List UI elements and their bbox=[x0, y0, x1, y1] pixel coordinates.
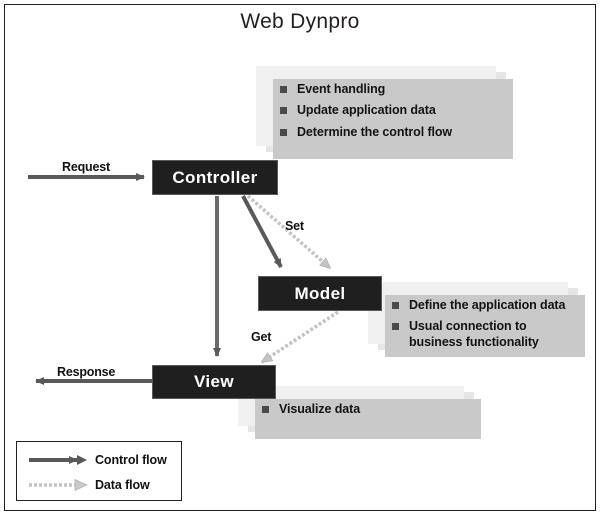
flow-label-response: Response bbox=[57, 365, 116, 379]
square-bullet-icon bbox=[392, 323, 399, 331]
callout-controller: Event handling Update application data D… bbox=[256, 66, 513, 159]
node-model-label: Model bbox=[294, 283, 346, 303]
list-item: Visualize data bbox=[262, 402, 464, 417]
legend-item-data-flow: Data flow bbox=[17, 473, 181, 497]
data-flow-arrow-icon bbox=[29, 478, 88, 492]
node-view-label: View bbox=[193, 372, 235, 391]
callout-model: Define the application data Usual connec… bbox=[368, 282, 585, 357]
square-bullet-icon bbox=[280, 86, 287, 93]
control-flow-arrow-icon bbox=[29, 455, 87, 465]
arrow-get-data-flow bbox=[262, 310, 339, 364]
list-item: Define the application data bbox=[392, 298, 568, 313]
list-item-text: Update application data bbox=[297, 103, 436, 118]
callout-controller-list: Event handling Update application data D… bbox=[266, 72, 506, 150]
legend-label: Control flow bbox=[95, 453, 167, 467]
list-item-text: Determine the control flow bbox=[297, 124, 453, 139]
callout-shadow bbox=[385, 295, 585, 357]
callout-view-list: Visualize data bbox=[248, 392, 474, 427]
list-item-text: Define the application data bbox=[409, 298, 566, 312]
list-item: Usual connection to business functionali… bbox=[392, 319, 568, 350]
square-bullet-icon bbox=[262, 406, 269, 413]
square-bullet-icon bbox=[280, 128, 287, 136]
flow-label-set: Set bbox=[285, 219, 304, 233]
node-controller[interactable]: Controller bbox=[152, 160, 278, 195]
flow-label-request: Request bbox=[62, 160, 110, 174]
arrow-controller-to-model bbox=[241, 195, 283, 268]
legend-item-control-flow: Control flow bbox=[17, 448, 181, 472]
square-bullet-icon bbox=[280, 107, 287, 115]
list-item: Event handling bbox=[280, 82, 496, 97]
node-model[interactable]: Model bbox=[258, 276, 382, 311]
legend-label: Data flow bbox=[95, 478, 150, 492]
node-view[interactable]: View bbox=[152, 365, 276, 399]
list-item: Update application data bbox=[280, 103, 496, 118]
callout-shadow bbox=[255, 399, 481, 439]
arrow-set-data-flow bbox=[246, 194, 330, 270]
flow-label-get: Get bbox=[251, 330, 272, 344]
diagram-title: Web Dynpro bbox=[240, 10, 360, 33]
callout-model-list: Define the application data Usual connec… bbox=[378, 288, 578, 360]
legend: Control flow Data flow bbox=[16, 441, 182, 501]
callout-shadow bbox=[273, 79, 513, 159]
list-item-text: Event handling bbox=[297, 82, 386, 96]
list-item-text: Visualize data bbox=[279, 402, 361, 416]
list-item-text: Usual connection to business functionali… bbox=[409, 319, 539, 349]
square-bullet-icon bbox=[392, 302, 399, 309]
callout-view: Visualize data bbox=[238, 386, 481, 439]
node-controller-label: Controller bbox=[172, 167, 258, 187]
list-item: Determine the control flow bbox=[280, 125, 496, 140]
